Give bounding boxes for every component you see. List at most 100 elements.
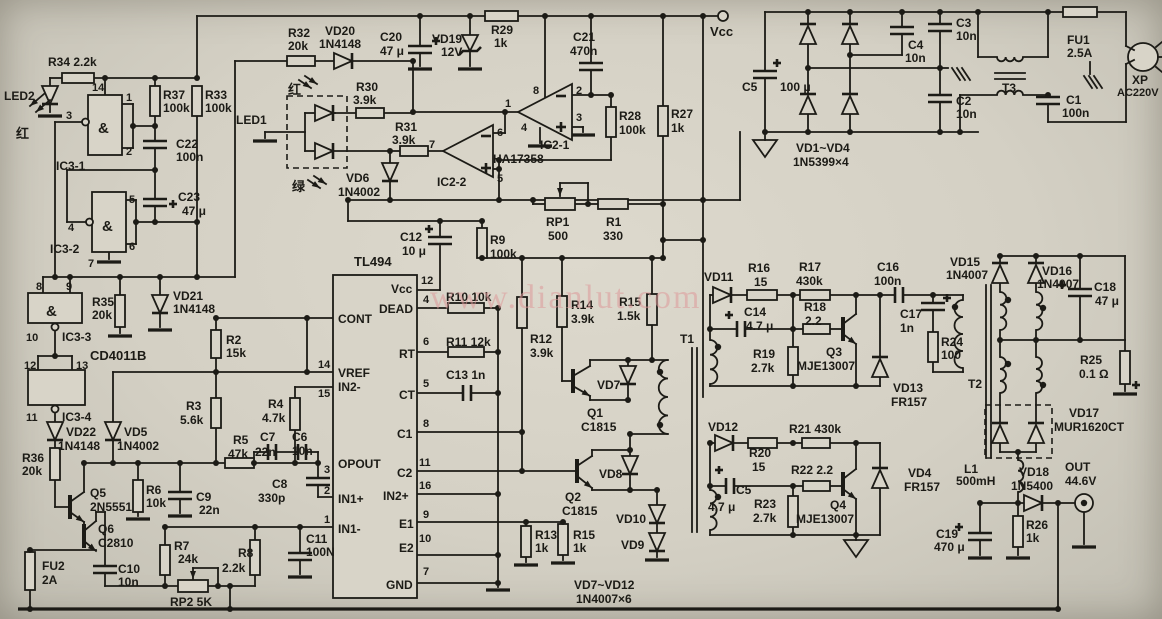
label-c20a: C20 (380, 30, 402, 44)
label-ic32-p6: 6 (129, 241, 135, 253)
vcc-terminal (717, 10, 729, 22)
label-ic31-p1: 1 (126, 92, 132, 104)
label-vd17a: VD17 (1069, 406, 1099, 420)
label-xpa: XP (1132, 73, 1148, 87)
label-c5topa: C5 (742, 80, 758, 94)
label-r27b: 1k (671, 121, 685, 135)
label-vd13b: FR157 (891, 395, 927, 409)
label-fu2a: FU2 (42, 559, 65, 573)
label-led2-red: 红 (16, 126, 29, 141)
label-ic33-p8: 8 (36, 281, 42, 293)
label-fu2b: 2A (42, 573, 58, 587)
label-r14b: 3.9k (571, 312, 595, 326)
label-r2b: 15k (226, 346, 246, 360)
label-vd4b: FR157 (904, 480, 940, 494)
label-r25b: 0.1 Ω (1079, 367, 1109, 381)
label-vd15b: 1N4007 (946, 268, 988, 282)
label-r3a: R3 (186, 399, 202, 413)
label-ic22-p5: 5 (497, 173, 503, 185)
label-r37a: R37 (163, 88, 185, 102)
label-ic34-p12: 12 (24, 360, 36, 372)
label-r33b: 100k (205, 101, 232, 115)
label-vd21a: VD21 (173, 289, 203, 303)
label-c14a: C14 (744, 305, 766, 319)
label-r12a: R12 (530, 332, 552, 346)
label-r20a: R20 (749, 446, 771, 460)
label-c22b: 100n (176, 150, 203, 164)
label-r28b: 100k (619, 123, 646, 137)
label-r2a: R2 (226, 333, 242, 347)
label-r17a: R17 (799, 260, 821, 274)
label-led1-red: 红 (288, 82, 301, 97)
label-c17a: C17 (900, 307, 922, 321)
label-r24a: R24 (941, 335, 963, 349)
label-r9b: 100k (490, 247, 517, 261)
label-r23a: R23 (754, 497, 776, 511)
label-vd18b: 1N5400 (1011, 479, 1053, 493)
label-led1-grn: 绿 (292, 179, 306, 194)
label-q1b: C1815 (581, 420, 617, 434)
label-l1b: 500mH (956, 474, 995, 488)
label-r18a: R18 (804, 300, 826, 314)
label-q2a: Q2 (565, 490, 581, 504)
label-c1acB: 100n (1062, 106, 1089, 120)
label-tl-6: 6 (423, 336, 429, 348)
label-r32a: R32 (288, 26, 310, 40)
label-vd16a: VD16 (1042, 264, 1072, 278)
label-vd19a: VD19 (432, 32, 462, 46)
label-r5b: 47k (228, 447, 248, 461)
label-c2a: C2 (956, 94, 972, 108)
label-outb: 44.6V (1065, 474, 1096, 488)
label-r33a: R33 (205, 88, 227, 102)
label-r6b: 10k (146, 496, 166, 510)
label-c21a: C21 (573, 30, 595, 44)
label-t3: T3 (1002, 81, 1016, 95)
label-watermark: www.dianlut.com (430, 279, 701, 316)
label-tl-vcc: Vcc (391, 282, 413, 296)
label-tl-cont: CONT (338, 312, 373, 326)
label-r35b: 20k (92, 308, 112, 322)
label-c4a: C4 (908, 38, 924, 52)
label-vd16b: 1N4007 (1037, 277, 1079, 291)
label-rp1a: RP1 (546, 215, 570, 229)
label-c18b: 47 μ (1095, 294, 1119, 308)
label-ic21-p4: 4 (521, 122, 528, 134)
label-ic32-p4: 4 (68, 222, 75, 234)
label-r8a: R8 (238, 546, 254, 560)
label-r29a: R29 (491, 23, 513, 37)
label-c7b: 22n (255, 445, 276, 459)
label-ic33-p9: 9 (66, 281, 72, 293)
label-c10a: C10 (118, 562, 140, 576)
label-fu1a: FU1 (1067, 33, 1090, 47)
label-c20b: 47 μ (380, 44, 404, 58)
label-r8b: 2.2k (222, 561, 246, 575)
label-c12b: 10 μ (402, 244, 426, 258)
label-tl-10: 10 (419, 533, 431, 545)
label-q4a: Q4 (830, 498, 846, 512)
label-r1a: R1 (606, 215, 622, 229)
label-ic31-and: & (98, 120, 109, 137)
label-ic31: IC3-1 (56, 159, 86, 173)
label-r1b: 330 (603, 229, 623, 243)
label-vd5b: 1N4002 (117, 439, 159, 453)
label-c9b: 22n (199, 503, 220, 517)
label-c13: C13 1n (446, 368, 485, 382)
label-tl-1: 1 (324, 514, 330, 526)
label-c23b: 47 μ (182, 204, 206, 218)
label-ic33-p10: 10 (26, 332, 38, 344)
label-c14b: 4.7 μ (746, 319, 773, 333)
label-layer: R34 2.2kLED2红1413&2IC3-1R37100kR33100kC2… (4, 16, 1159, 609)
label-c5topb: 100 μ (780, 80, 811, 94)
label-ic32-and: & (102, 218, 113, 235)
label-ic32-p5: 5 (129, 194, 135, 206)
label-c3a: C3 (956, 16, 972, 30)
label-c22a: C22 (176, 137, 198, 151)
label-r26a: R26 (1026, 518, 1048, 532)
label-tl-8: 8 (423, 418, 429, 430)
label-r15-1a: R15 (619, 295, 641, 309)
label-tl-gnd: GND (386, 578, 413, 592)
label-r36a: R36 (22, 451, 44, 465)
label-vd12: VD12 (708, 420, 738, 434)
